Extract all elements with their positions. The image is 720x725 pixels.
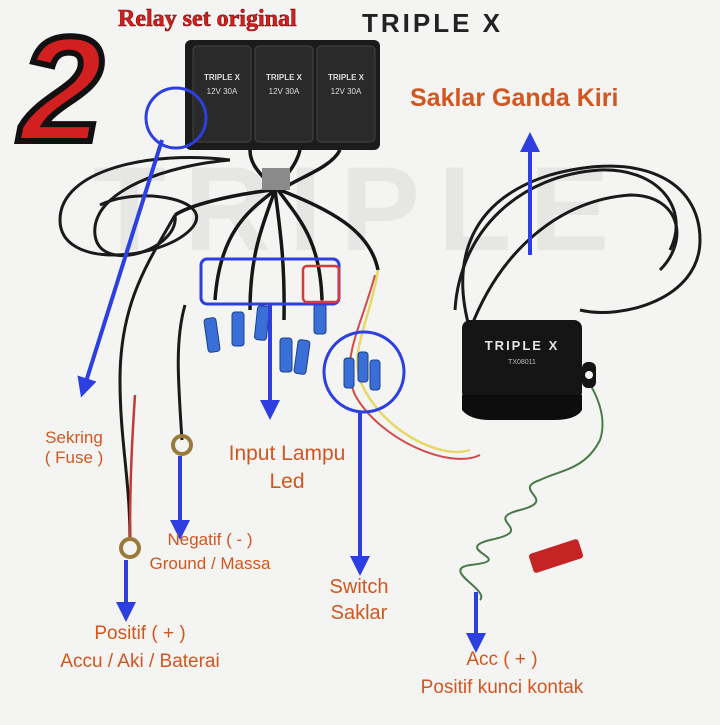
fuse-red-wire — [128, 394, 137, 541]
label-saklar-ganda-kiri: Saklar Ganda Kiri — [410, 84, 619, 112]
label-switch-line1: Switch — [329, 576, 389, 598]
label-input-line1: Input Lampu — [228, 442, 346, 465]
ground-ring-terminal — [171, 434, 193, 456]
label-input-line2: Led — [269, 470, 305, 493]
relay-1: TRIPLE X 12V 30A — [192, 45, 252, 143]
step-number: 2 — [17, 5, 106, 173]
red-wire-highlight-box — [301, 264, 341, 304]
fuse-highlight-circle — [144, 86, 208, 150]
page-title: Relay set original — [118, 6, 297, 33]
relay-3: TRIPLE X 12V 30A — [316, 45, 376, 143]
relay-2-brand: TRIPLE X — [266, 73, 303, 82]
wire-tie — [262, 168, 290, 190]
relay-3-brand: TRIPLE X — [328, 73, 365, 82]
red-tap-connector — [528, 539, 584, 573]
label-acc-line1: Acc ( + ) — [466, 649, 538, 670]
switch-box-model: TX08011 — [508, 359, 536, 366]
switch-box-brand: TRIPLE X — [485, 338, 560, 353]
label-positif-line1: Positif ( + ) — [94, 623, 186, 644]
label-negatif-line2: Ground / Massa — [149, 554, 271, 573]
red-wire — [348, 274, 481, 460]
relay-3-rating: 12V 30A — [331, 87, 362, 96]
ground-wire — [176, 304, 187, 441]
acc-green-wire — [459, 339, 604, 601]
output-connectors — [203, 303, 327, 375]
right-cable-coil — [453, 164, 702, 331]
label-positif-line2: Accu / Aki / Baterai — [60, 651, 220, 672]
label-switch-line2: Saklar — [330, 602, 388, 624]
switch-connectors — [343, 351, 381, 391]
label-sekring: Sekring ( Fuse ) — [34, 428, 114, 468]
label-negatif-line1: Negatif ( - ) — [167, 530, 253, 549]
dual-switch-box: TRIPLE X TX08011 — [462, 320, 596, 420]
relay-1-rating: 12V 30A — [207, 87, 238, 96]
relay-block: TRIPLE X 12V 30A TRIPLE X 12V 30A TRIPLE… — [185, 40, 380, 150]
brand-logo: TRIPLE X — [362, 8, 504, 38]
label-switch-saklar: Switch Saklar — [316, 574, 402, 626]
relay-2: TRIPLE X 12V 30A — [254, 45, 314, 143]
battery-ring-terminal — [119, 537, 141, 559]
arrow-sekring — [77, 139, 164, 398]
label-input-lampu: Input Lampu Led — [214, 440, 360, 496]
label-negatif: Negatif ( - ) Ground / Massa — [134, 528, 286, 576]
relay-1-brand: TRIPLE X — [204, 73, 241, 82]
relay-2-rating: 12V 30A — [269, 87, 300, 96]
watermark: TRIPLE — [93, 142, 628, 276]
label-acc: Acc ( + ) Positif kunci kontak — [380, 646, 624, 702]
left-cable-coil — [58, 156, 231, 541]
label-sekring-line2: ( Fuse ) — [44, 448, 104, 467]
label-sekring-line1: Sekring — [45, 428, 103, 447]
annotation-arrows — [77, 132, 540, 653]
label-positif: Positif ( + ) Accu / Aki / Baterai — [30, 620, 250, 676]
label-acc-line2: Positif kunci kontak — [420, 677, 584, 698]
switch-highlight-circle — [322, 330, 406, 414]
